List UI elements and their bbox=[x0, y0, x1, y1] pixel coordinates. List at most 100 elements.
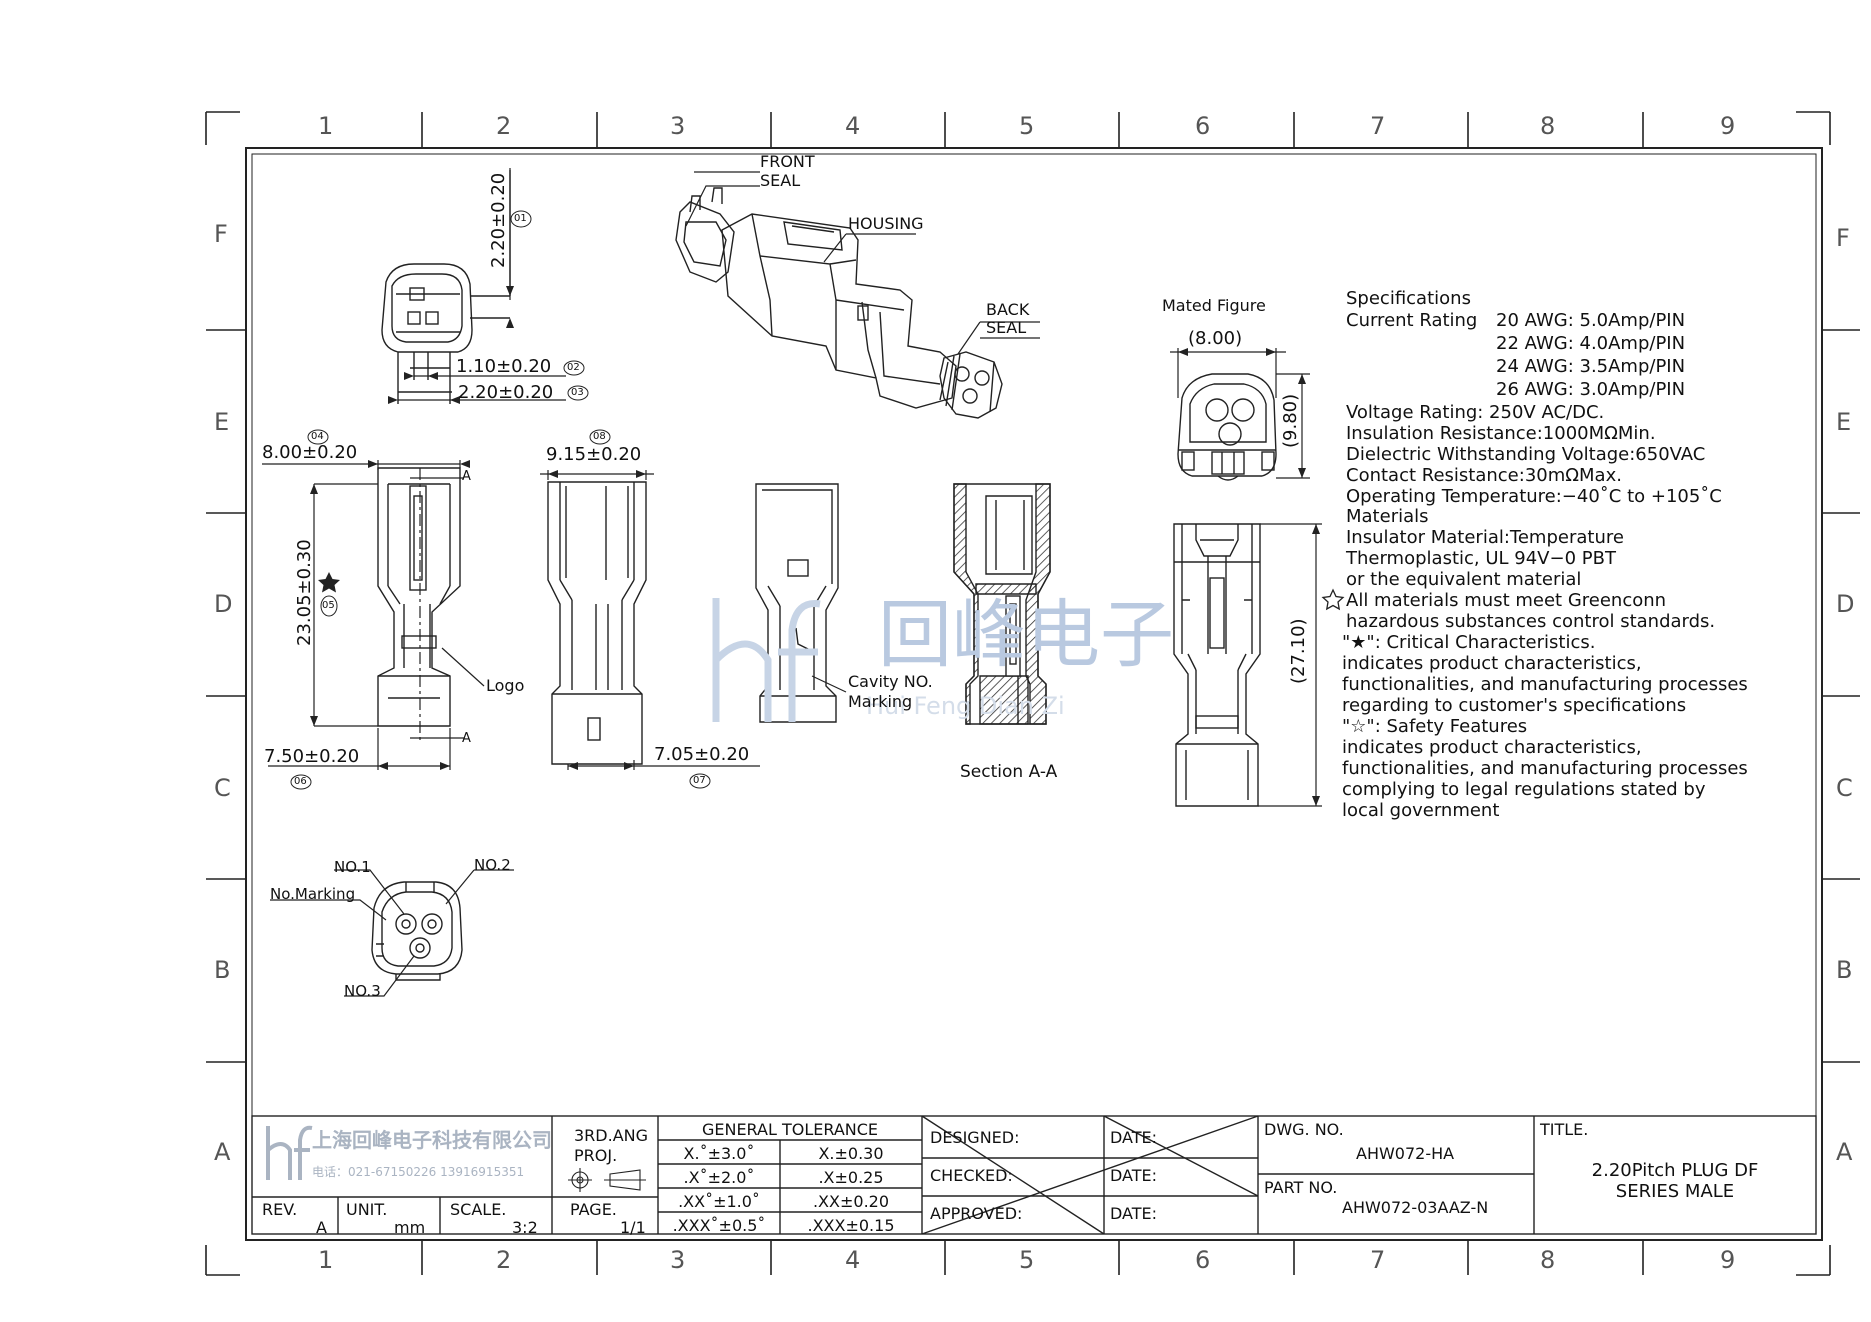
checked-label: CHECKED: bbox=[930, 1166, 1013, 1185]
balloon-03: 03 bbox=[571, 387, 584, 398]
section-mark-bottom: A bbox=[462, 731, 471, 746]
grid-col-5: 5 bbox=[1019, 112, 1035, 140]
spec-current-label: Current Rating bbox=[1346, 310, 1478, 331]
company-phone: 电话：021-67150226 13916915351 bbox=[312, 1165, 525, 1179]
drawing-title-line-1: 2.20Pitch PLUG DF bbox=[1591, 1160, 1759, 1181]
grid-row-b-right: B bbox=[1836, 956, 1853, 984]
grid-col-1-bottom: 1 bbox=[318, 1246, 334, 1274]
label-cavity: Cavity NO. bbox=[848, 672, 933, 691]
spec-critical-3: regarding to customer's specifications bbox=[1342, 695, 1687, 716]
grid-row-f-right: F bbox=[1836, 224, 1850, 252]
unit-label: UNIT. bbox=[346, 1200, 388, 1219]
tolerance-linear-2: .X±0.25 bbox=[818, 1168, 884, 1187]
label-front: FRONT bbox=[760, 152, 815, 171]
drawing-title-line-2: SERIES MALE bbox=[1615, 1181, 1735, 1202]
dim-08: 9.15±0.20 bbox=[546, 444, 642, 465]
dim-mated-height: (9.80) bbox=[1280, 393, 1301, 448]
grid-col-2: 2 bbox=[496, 112, 512, 140]
grid-row-e-right: E bbox=[1836, 408, 1852, 436]
grid-col-4: 4 bbox=[845, 112, 861, 140]
grid-col-7-bottom: 7 bbox=[1370, 1246, 1386, 1274]
company-name: 上海回峰电子科技有限公司 bbox=[312, 1128, 552, 1152]
grid-col-3: 3 bbox=[670, 112, 686, 140]
balloon-01: 01 bbox=[514, 213, 527, 224]
spec-current-20awg: 20 AWG: 5.0Amp/PIN bbox=[1496, 310, 1686, 331]
rev-label: REV. bbox=[262, 1200, 298, 1219]
dim-07: 7.05±0.20 bbox=[654, 744, 750, 765]
watermark-cn: 回峰电子 bbox=[878, 592, 1174, 678]
spec-insulator-2: Thermoplastic, UL 94V−0 PBT bbox=[1346, 548, 1616, 569]
balloon-05: 05 bbox=[322, 600, 335, 611]
dim-06: 7.50±0.20 bbox=[264, 746, 360, 767]
label-no-marking: No.Marking bbox=[270, 885, 356, 903]
tolerance-linear-3: .XX±0.20 bbox=[812, 1192, 890, 1211]
dim-03: 2.20±0.20 bbox=[458, 382, 554, 403]
section-mark-top: A bbox=[462, 469, 471, 484]
spec-insulator-1: Insulator Material:Temperature bbox=[1346, 527, 1624, 548]
spec-safety-4: local government bbox=[1342, 800, 1500, 821]
grid-row-a: A bbox=[214, 1138, 231, 1166]
tolerance-angle-2: .X˚±2.0˚ bbox=[683, 1168, 755, 1187]
grid-col-8-bottom: 8 bbox=[1540, 1246, 1556, 1274]
spec-voltage: Voltage Rating: 250V AC/DC. bbox=[1346, 402, 1605, 423]
balloon-06: 06 bbox=[294, 776, 307, 787]
label-section-aa: Section A-A bbox=[960, 762, 1058, 782]
designed-label: DESIGNED: bbox=[930, 1128, 1020, 1147]
dim-mated-width: (8.00) bbox=[1188, 328, 1243, 349]
label-housing: HOUSING bbox=[848, 214, 924, 233]
projection-line-2: PROJ. bbox=[574, 1146, 618, 1165]
spec-current-24awg: 24 AWG: 3.5Amp/PIN bbox=[1496, 356, 1686, 377]
spec-operating: Operating Temperature:−40˚C to +105˚C bbox=[1346, 486, 1722, 507]
dim-mated-length: (27.10) bbox=[1288, 618, 1309, 684]
grid-col-1: 1 bbox=[318, 112, 334, 140]
scale-label: SCALE. bbox=[450, 1200, 507, 1219]
watermark-en: Hui Feng Dian Zi bbox=[866, 692, 1065, 720]
spec-critical-1: indicates product characteristics, bbox=[1342, 653, 1642, 674]
spec-current-26awg: 26 AWG: 3.0Amp/PIN bbox=[1496, 379, 1686, 400]
label-no3: NO.3 bbox=[344, 982, 381, 1000]
grid-col-6-bottom: 6 bbox=[1195, 1246, 1211, 1274]
approved-label: APPROVED: bbox=[930, 1204, 1023, 1223]
rev-value: A bbox=[316, 1218, 327, 1237]
label-mated-figure: Mated Figure bbox=[1162, 296, 1266, 315]
grid-col-7: 7 bbox=[1370, 112, 1386, 140]
grid-row-e: E bbox=[214, 408, 230, 436]
grid-row-d: D bbox=[214, 590, 233, 618]
page-label: PAGE. bbox=[570, 1200, 617, 1219]
date-designed-label: DATE: bbox=[1110, 1128, 1158, 1147]
grid-row-c: C bbox=[214, 774, 231, 802]
spec-safety-2: functionalities, and manufacturing proce… bbox=[1342, 758, 1748, 779]
title-label: TITLE. bbox=[1540, 1120, 1589, 1139]
tolerance-linear-1: X.±0.30 bbox=[818, 1144, 884, 1163]
tolerance-angle-3: .XX˚±1.0˚ bbox=[678, 1192, 760, 1211]
grid-row-b: B bbox=[214, 956, 231, 984]
balloon-08: 08 bbox=[593, 431, 606, 442]
spec-dielectric: Dielectric Withstanding Voltage:650VAC bbox=[1346, 444, 1706, 465]
part-no-value: AHW072-03AAZ-N bbox=[1342, 1198, 1489, 1217]
balloon-02: 02 bbox=[567, 362, 580, 373]
grid-col-3-bottom: 3 bbox=[670, 1246, 686, 1274]
grid-row-d-right: D bbox=[1836, 590, 1855, 618]
spec-contact: Contact Resistance:30mΩMax. bbox=[1346, 465, 1622, 486]
part-no-label: PART NO. bbox=[1264, 1178, 1338, 1197]
label-no1: NO.1 bbox=[334, 858, 371, 876]
dim-02: 1.10±0.20 bbox=[456, 356, 552, 377]
grid-col-4-bottom: 4 bbox=[845, 1246, 861, 1274]
tolerance-angle-4: .XXX˚±0.5˚ bbox=[672, 1216, 766, 1235]
tolerance-title: GENERAL TOLERANCE bbox=[701, 1120, 879, 1139]
grid-col-8: 8 bbox=[1540, 112, 1556, 140]
label-back: BACK bbox=[986, 300, 1030, 319]
unit-value: mm bbox=[394, 1218, 426, 1237]
balloon-07: 07 bbox=[693, 775, 706, 786]
spec-all-materials-2: hazardous substances control standards. bbox=[1346, 611, 1716, 632]
spec-title: Specifications bbox=[1346, 288, 1471, 309]
projection-line-1: 3RD.ANG bbox=[574, 1126, 649, 1145]
label-logo: Logo bbox=[486, 676, 525, 695]
spec-insulator-3: or the equivalent material bbox=[1346, 569, 1582, 590]
balloon-04: 04 bbox=[311, 431, 324, 442]
scale-value: 3:2 bbox=[512, 1218, 538, 1237]
grid-col-9: 9 bbox=[1720, 112, 1736, 140]
spec-materials: Materials bbox=[1346, 506, 1429, 527]
